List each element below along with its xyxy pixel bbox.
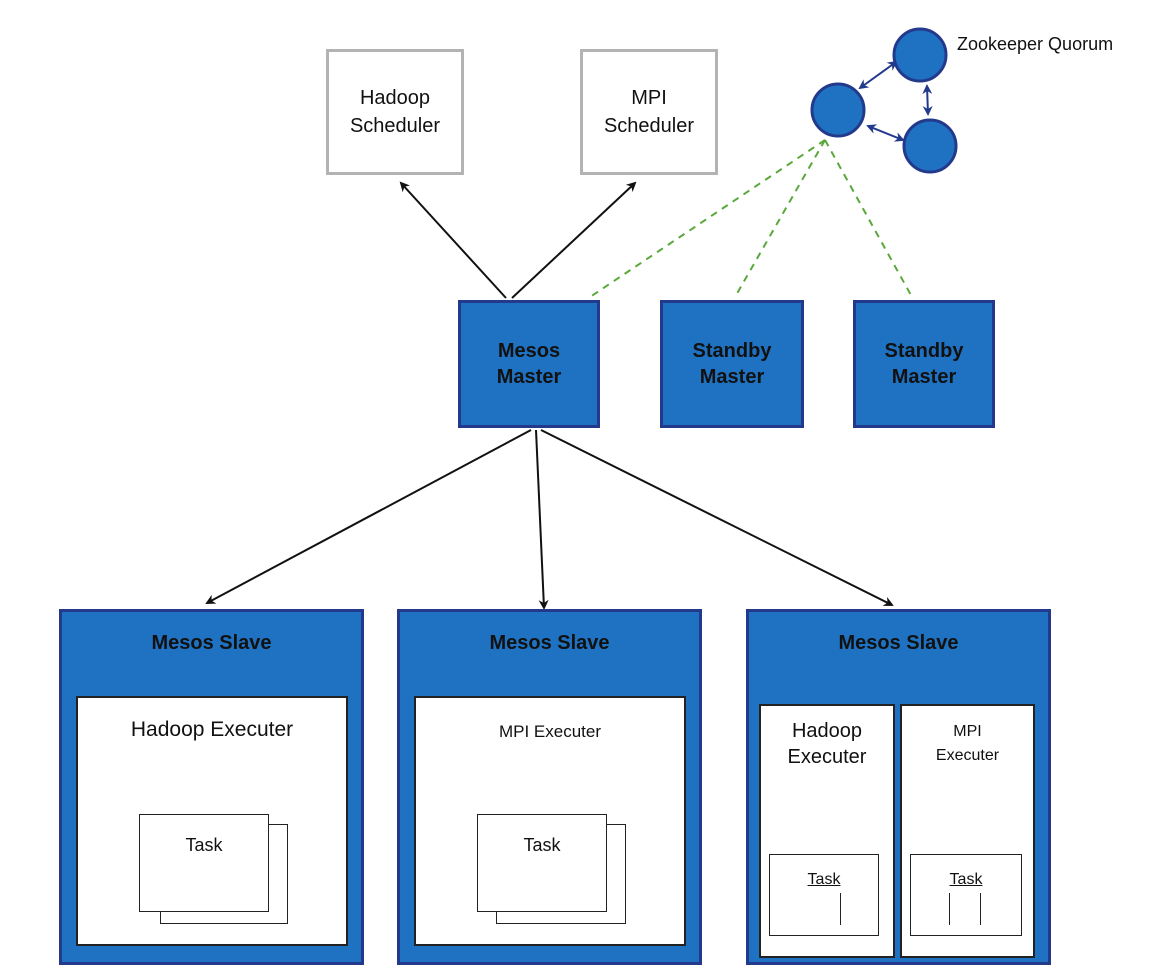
- quorum-link-standby-2: [824, 139, 913, 298]
- quorum-link-mesos-master: [589, 139, 826, 298]
- zookeeper-quorum-label: Zookeeper Quorum: [957, 34, 1114, 54]
- task-label: Task: [523, 835, 561, 855]
- zookeeper-node-3: [902, 118, 958, 174]
- task-card: Task: [910, 854, 1022, 936]
- slave-title: Mesos Slave: [151, 632, 272, 654]
- mesos-slave-3: Mesos Slave Hadoop Executer Task MPI Exe…: [746, 609, 1051, 965]
- hadoop-executor-box: Hadoop Executer Task: [76, 696, 348, 946]
- executor-label: Hadoop Executer: [130, 718, 294, 741]
- slave-title: Mesos Slave: [838, 632, 959, 654]
- hadoop-scheduler-box: Hadoop Scheduler: [326, 49, 464, 175]
- task-card: Task: [477, 814, 607, 912]
- task-card: Task: [769, 854, 879, 936]
- quorum-link-standby-1: [734, 139, 826, 298]
- mesos-slave-1: Mesos Slave Hadoop Executer Task: [59, 609, 364, 965]
- arrow-master-slave-1: [205, 429, 532, 604]
- arrow-master-hadoop-scheduler: [399, 181, 507, 299]
- mpi-executor-box: MPI Executer Task: [414, 696, 686, 946]
- task-label: Task: [949, 871, 983, 888]
- executor-label: MPI Executer: [498, 722, 602, 741]
- task-label: Task: [185, 835, 223, 855]
- quorum-arrow-b-c: [922, 84, 933, 116]
- arrow-master-mpi-scheduler: [511, 181, 637, 299]
- slave-title: Mesos Slave: [489, 632, 610, 654]
- task-stub-lines: [949, 893, 981, 925]
- zookeeper-node-1: [810, 82, 866, 138]
- arrow-master-slave-3: [540, 429, 894, 606]
- mesos-master-box: Mesos Master: [458, 300, 600, 428]
- mpi-scheduler-box: MPI Scheduler: [580, 49, 718, 175]
- quorum-arrow-a-b: [858, 60, 898, 90]
- arrow-master-slave-2: [535, 429, 549, 610]
- zookeeper-node-2: [892, 27, 948, 83]
- task-stub-line: [840, 893, 841, 925]
- task-label: Task: [807, 871, 841, 888]
- quorum-arrow-a-c: [866, 124, 905, 142]
- mpi-executor-box: MPI Executer Task: [900, 704, 1035, 958]
- executor-label: Hadoop Executer: [787, 720, 867, 768]
- hadoop-executor-box: Hadoop Executer Task: [759, 704, 895, 958]
- standby-master-box-2: Standby Master: [853, 300, 995, 428]
- executor-label: MPI Executer: [935, 723, 1000, 764]
- mesos-slave-2: Mesos Slave MPI Executer Task: [397, 609, 702, 965]
- task-card: Task: [139, 814, 269, 912]
- standby-master-box-1: Standby Master: [660, 300, 804, 428]
